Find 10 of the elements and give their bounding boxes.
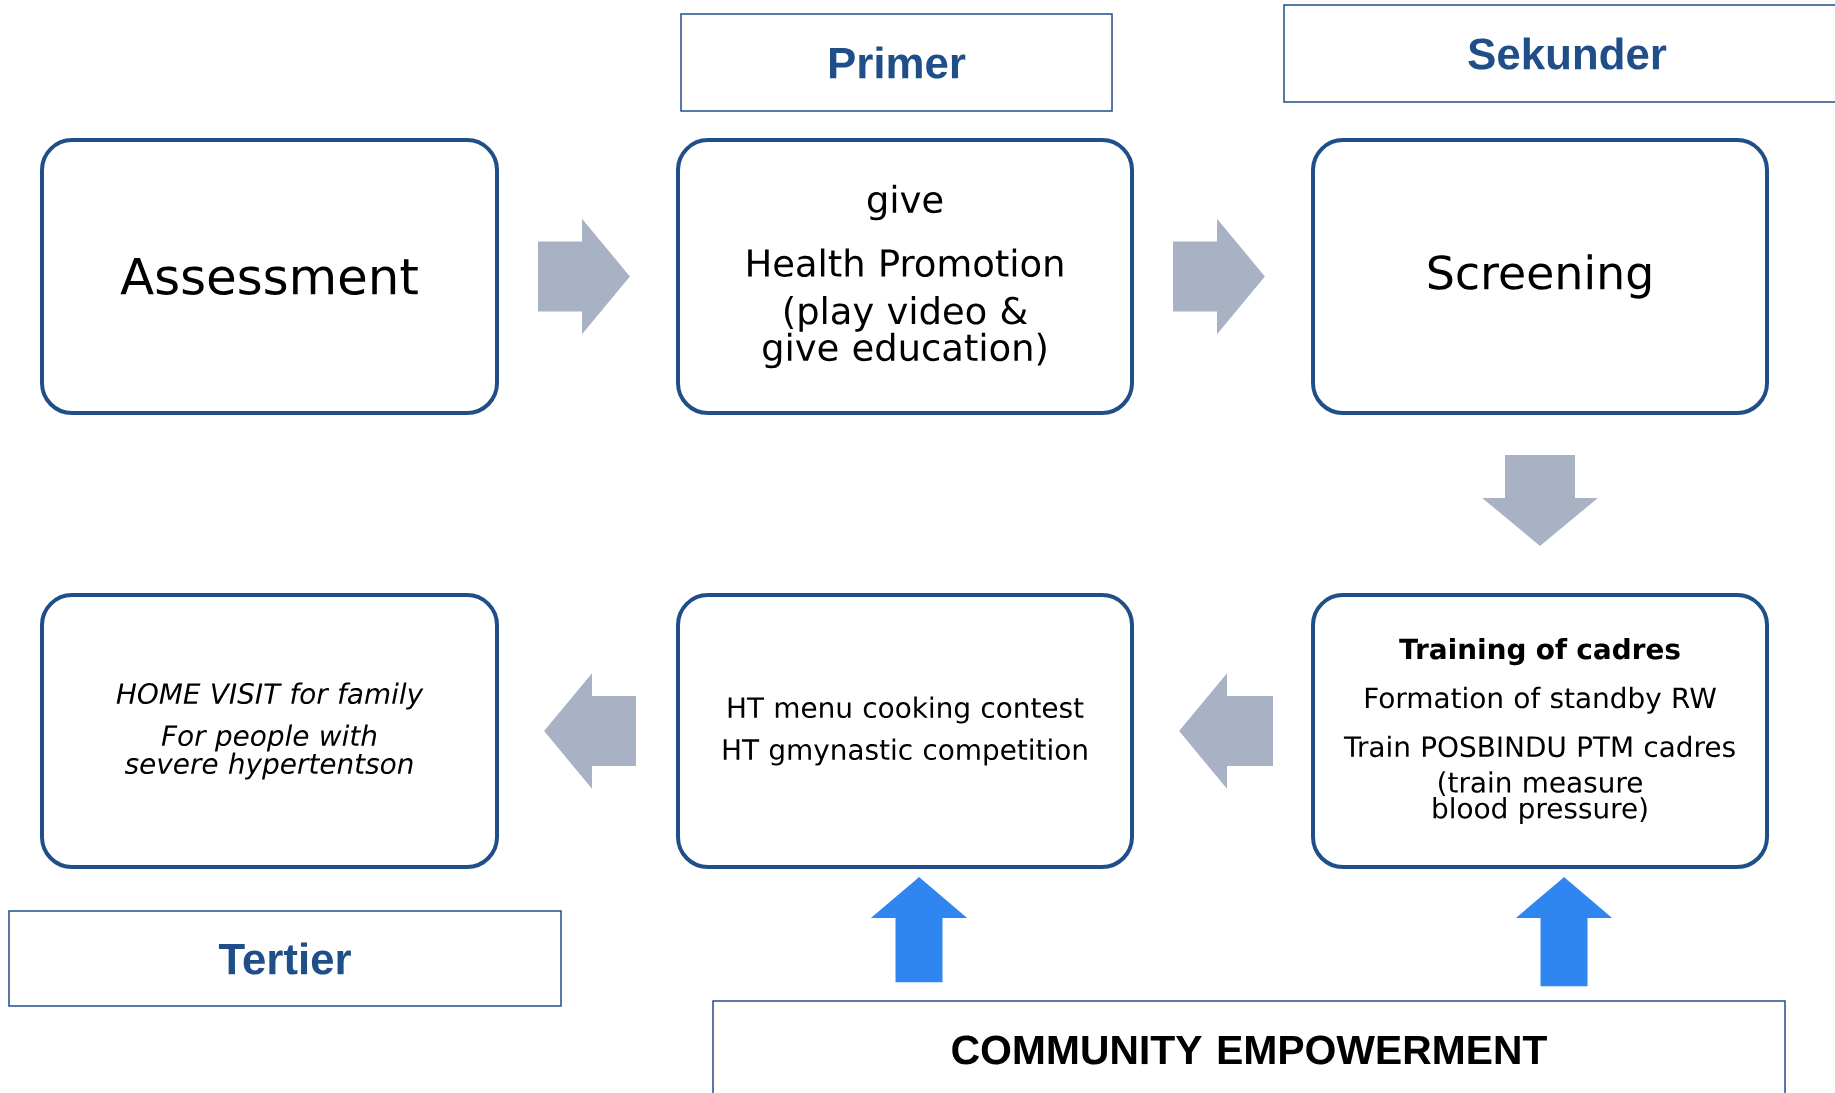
heading-box: COMMUNITY EMPOWERMENT — [712, 1000, 1786, 1093]
process-box: HOME VISIT for family For people with severe hypertentson — [40, 593, 499, 869]
heading-box: Tertier — [8, 910, 562, 1007]
heading-box: Primer — [680, 13, 1113, 112]
heading-box: Sekunder — [1283, 4, 1835, 103]
process-box: HT menu cooking contest HT gmynastic competition — [676, 593, 1134, 869]
process-box: Screening — [1311, 138, 1769, 415]
process-box: Assessment — [40, 138, 499, 415]
process-box: Training of cadres Formation of standby RW Train POSBINDU PTM cadres (train measure blood pressure) — [1311, 593, 1769, 869]
process-box: give Health Promotion (play video & give education) — [676, 138, 1134, 415]
